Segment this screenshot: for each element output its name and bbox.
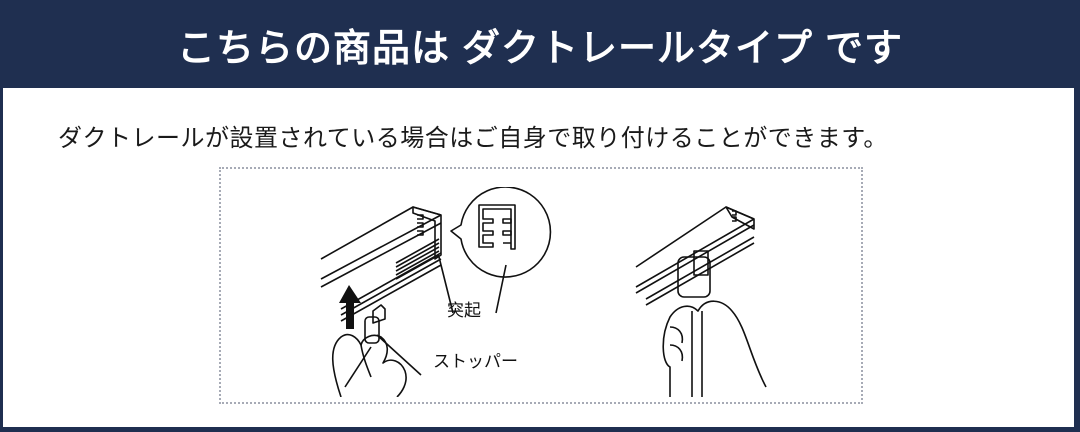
duct-rail-stopper-illustration	[320, 187, 552, 397]
illustration-frame: 突起 ストッパー	[219, 167, 863, 404]
stopper-label: ストッパー	[433, 352, 518, 372]
header-title-part3: です	[825, 25, 904, 70]
callout-label-protrusion: 突起	[447, 301, 481, 321]
arrow-up-icon	[339, 285, 361, 329]
page-header: こちらの商品は ダクトレールタイプ です	[0, 0, 1080, 88]
header-title-part2: ダクトレールタイプ	[461, 25, 813, 70]
duct-rail-mounted-illustration	[635, 206, 767, 397]
lead-text: ダクトレールが設置されている場合はご自身で取り付けることができます。	[58, 124, 888, 152]
content-panel: ダクトレールが設置されている場合はご自身で取り付けることができます。	[3, 88, 1074, 427]
header-title-part1: こちらの商品は	[176, 25, 450, 70]
